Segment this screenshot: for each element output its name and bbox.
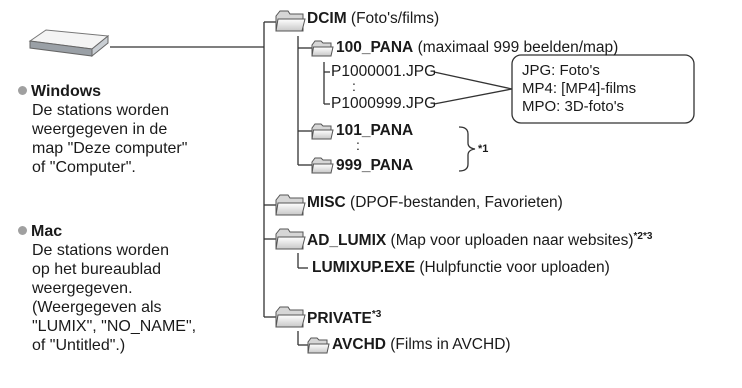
windows-line: of "Computer". [32, 159, 136, 176]
tree-item-private: PRIVATE*3 [307, 306, 381, 328]
folder-desc: (DPOF-bestanden, Favorieten) [345, 194, 563, 211]
drive-icon [28, 29, 110, 58]
mac-line: De stations worden [32, 242, 169, 259]
bullet-icon [18, 86, 27, 95]
mac-line: of "Untitled".) [32, 337, 126, 354]
mac-line: (Weergegeven als [32, 299, 162, 316]
vertical-ellipsis: : [352, 78, 356, 94]
tree-item-misc: MISC (DPOF-bestanden, Favorieten) [307, 194, 563, 212]
windows-line: map "Deze computer" [32, 140, 188, 157]
windows-title: Windows [31, 83, 102, 100]
folder-name: 101_PANA [336, 122, 414, 139]
callout-text: JPG: Foto's MP4: [MP4]-films MPO: 3D-fot… [522, 62, 636, 116]
windows-line: De stations worden [32, 102, 169, 119]
tree-item-lumixup: LUMIXUP.EXE (Hulpfunctie voor uploaden) [312, 259, 610, 277]
folder-desc: (maximaal 999 beelden/map) [413, 39, 619, 56]
folder-name: AD_LUMIX [307, 232, 387, 249]
folder-icon-dcim [275, 10, 306, 32]
footnote-1: *1 [478, 143, 489, 155]
tree-item-ad-lumix: AD_LUMIX (Map voor uploaden naar website… [307, 228, 652, 250]
tree-item-999-pana: 999_PANA [336, 157, 413, 175]
mac-line: weergegeven. [32, 280, 133, 297]
folder-name: 999_PANA [336, 157, 414, 174]
file-name: LUMIXUP.EXE [312, 259, 416, 276]
file-first: P1000001.JPG [331, 63, 437, 80]
bullet-icon [18, 226, 27, 235]
folder-icon-avchd [307, 337, 330, 354]
folder-desc: (Foto's/films) [346, 10, 440, 27]
folder-icon-100-pana [311, 40, 334, 57]
footnote-ref: *3 [371, 309, 382, 320]
callout-box [511, 54, 695, 124]
mac-title: Mac [31, 223, 63, 240]
callout-line: JPG: Foto's [522, 62, 600, 79]
folder-icon-999-pana [311, 157, 334, 174]
footnote-ref: *2*3 [633, 231, 653, 242]
folder-name: AVCHD [332, 336, 386, 353]
file-last: P1000999.JPG [331, 95, 437, 112]
folder-name: 100_PANA [336, 39, 414, 56]
mac-line: op het bureaublad [32, 261, 161, 278]
callout-line: MPO: 3D-foto's [522, 98, 625, 115]
folder-name: DCIM [307, 10, 347, 27]
windows-section: Windows De stations worden weergegeven i… [18, 82, 187, 177]
tree-item-dcim: DCIM (Foto's/films) [307, 10, 439, 28]
windows-line: weergegeven in de [32, 121, 168, 138]
tree-item-avchd: AVCHD (Films in AVCHD) [332, 336, 511, 354]
callout-line: MP4: [MP4]-films [522, 80, 637, 97]
vertical-ellipsis: : [356, 137, 360, 153]
mac-line: "LUMIX", "NO_NAME", [32, 318, 197, 335]
mac-section: Mac De stations worden op het bureaublad… [18, 222, 196, 355]
tree-item-100-pana: 100_PANA (maximaal 999 beelden/map) [336, 39, 618, 57]
folder-icon-101-pana [311, 123, 334, 140]
folder-icon-ad-lumix [275, 228, 306, 250]
file-desc: (Hulpfunctie voor uploaden) [415, 259, 610, 276]
folder-desc: (Map voor uploaden naar websites) [386, 232, 634, 249]
folder-name: MISC [307, 194, 346, 211]
tree-item-101-pana: 101_PANA [336, 122, 413, 140]
brace [458, 126, 476, 172]
folder-icon-private [275, 306, 306, 328]
folder-name: PRIVATE [307, 310, 372, 327]
folder-icon-misc [275, 194, 306, 216]
folder-desc: (Films in AVCHD) [385, 336, 511, 353]
